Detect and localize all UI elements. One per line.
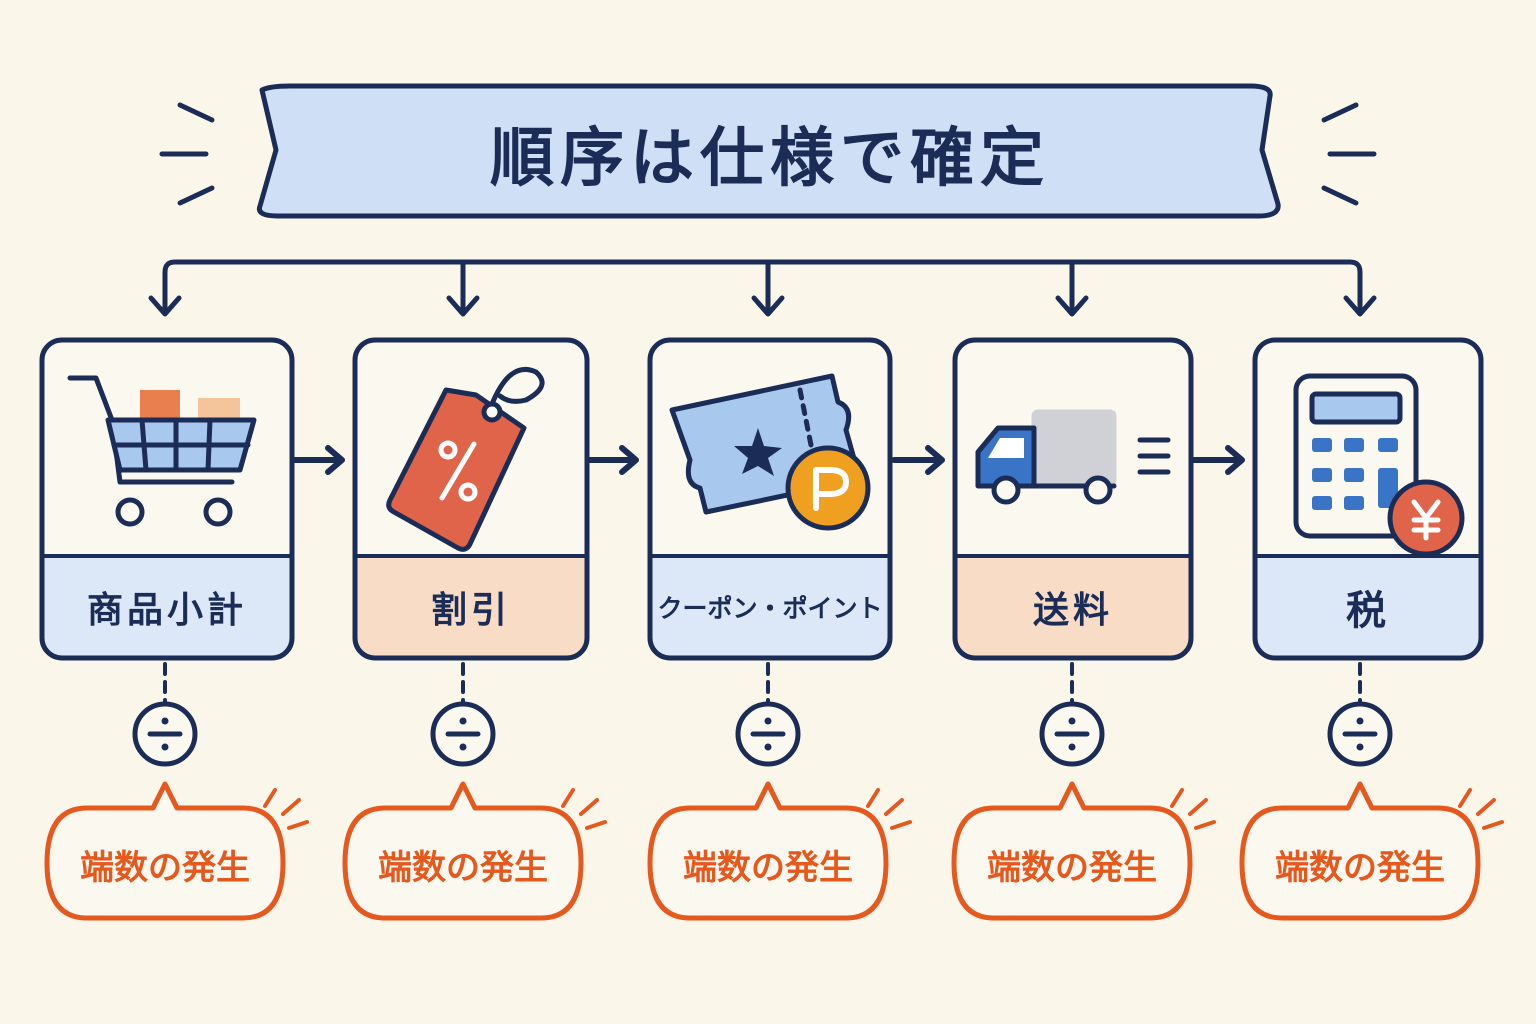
shopping-cart-icon <box>67 375 257 527</box>
step-card <box>952 337 1194 661</box>
callout-text: 端数の発生 <box>80 847 250 888</box>
division-icon <box>735 701 801 767</box>
step-label-panel <box>42 556 292 658</box>
step-card <box>39 337 295 661</box>
emphasis-marks-right <box>1321 102 1377 206</box>
step-label: 商品小計 <box>86 590 247 631</box>
emphasis-marks-left <box>159 102 215 206</box>
price-tag-percent-icon <box>386 366 545 552</box>
division-icon <box>132 701 198 767</box>
step-label-panel <box>955 556 1191 658</box>
callout-text: 端数の発生 <box>1275 847 1445 888</box>
step-label-panel <box>1255 556 1481 658</box>
spark-marks <box>1170 788 1216 830</box>
sequence-arrows <box>291 445 1245 475</box>
step-label-panel <box>355 556 587 658</box>
division-icon <box>1327 701 1393 767</box>
step-label: クーポン・ポイント <box>657 594 883 623</box>
rounding-callout <box>647 662 912 921</box>
delivery-truck-icon <box>975 409 1171 505</box>
step-label: 税 <box>1346 588 1390 634</box>
coupon-ticket-points-icon <box>669 373 871 531</box>
division-icon <box>430 701 496 767</box>
speech-bubble <box>647 781 889 921</box>
speech-bubble <box>1239 781 1481 921</box>
step-label-panel <box>650 556 890 658</box>
division-icon <box>1039 701 1105 767</box>
spark-marks <box>263 788 309 830</box>
spark-marks <box>561 788 607 830</box>
rounding-callout <box>44 662 309 921</box>
callout-text: 端数の発生 <box>378 847 548 888</box>
page-title: 順序は仕様で確定 <box>490 121 1050 196</box>
title-banner <box>256 83 1281 219</box>
speech-bubble <box>342 781 584 921</box>
rounding-callout <box>1239 662 1504 921</box>
rounding-callout <box>951 662 1216 921</box>
speech-bubble <box>951 781 1193 921</box>
step-label: 割引 <box>430 590 511 631</box>
step-label: 送料 <box>1032 590 1113 631</box>
spark-marks <box>1458 788 1504 830</box>
speech-bubble <box>44 781 286 921</box>
rounding-callout <box>342 662 607 921</box>
spark-marks <box>866 788 912 830</box>
calculator-yen-icon <box>1293 373 1465 557</box>
callout-text: 端数の発生 <box>987 847 1157 888</box>
distribution-arrows <box>148 259 1377 317</box>
callout-text: 端数の発生 <box>683 847 853 888</box>
